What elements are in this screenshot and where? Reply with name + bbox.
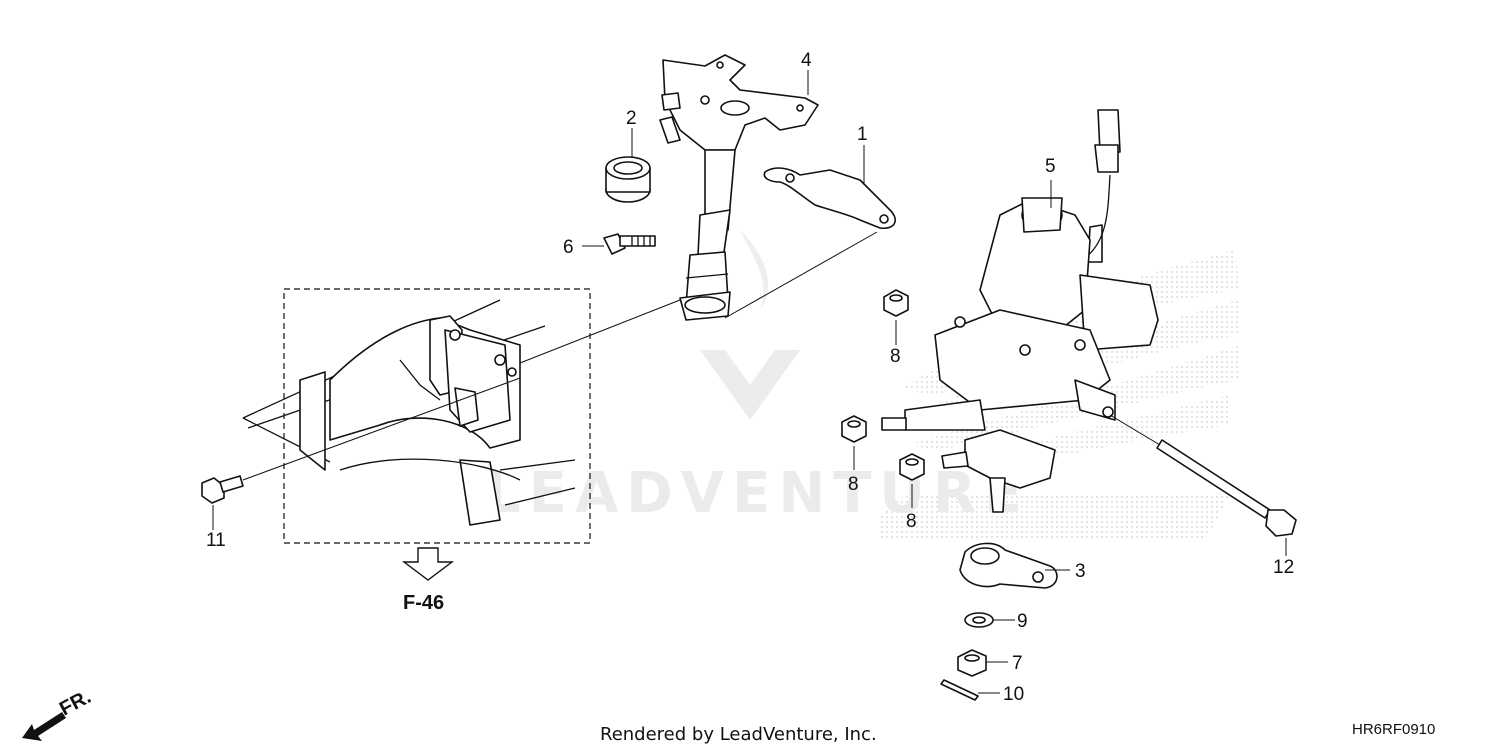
callout-8c[interactable]: 8 <box>906 511 917 532</box>
part-6-bolt <box>603 233 656 255</box>
part-2-dust-seal <box>605 156 651 203</box>
leader-lines <box>212 70 1287 694</box>
part-12-long-bolt <box>1109 414 1297 537</box>
diagram-code: HR6RF0910 <box>1352 721 1435 738</box>
part-7-castle-nut <box>957 649 987 677</box>
callout-5[interactable]: 5 <box>1045 156 1056 177</box>
part-8-nut-c <box>899 453 925 481</box>
part-8-nut-b <box>841 415 867 443</box>
part-4-upper-bracket <box>659 54 819 151</box>
frame-drawing <box>242 299 576 526</box>
reference-arrow-icon <box>401 547 455 581</box>
front-direction-indicator: FR. <box>22 686 95 741</box>
part-9-washer <box>964 612 994 628</box>
callout-12[interactable]: 12 <box>1273 557 1294 578</box>
callout-2[interactable]: 2 <box>626 108 637 129</box>
part-1-clamp <box>763 167 896 230</box>
footer-rendered-by: Rendered by LeadVenture, Inc. <box>600 724 877 745</box>
callout-9[interactable]: 9 <box>1017 611 1028 632</box>
callout-10[interactable]: 10 <box>1003 684 1024 705</box>
callout-11[interactable]: 11 <box>206 530 226 551</box>
part-5-eps-unit <box>881 109 1159 513</box>
callout-3[interactable]: 3 <box>1075 561 1086 582</box>
callout-8a[interactable]: 8 <box>890 346 901 367</box>
callout-8b[interactable]: 8 <box>848 474 859 495</box>
callout-6[interactable]: 6 <box>563 237 574 258</box>
part-11-bolt <box>201 377 521 504</box>
reference-label-f46[interactable]: F-46 <box>403 592 444 614</box>
part-10-cotter-pin <box>940 679 979 701</box>
part-steering-column <box>679 149 736 321</box>
watermark-text: LEADVENTURE <box>485 461 1030 526</box>
callout-1[interactable]: 1 <box>857 124 868 145</box>
callout-7[interactable]: 7 <box>1012 653 1023 674</box>
front-arrow-icon <box>22 712 66 741</box>
part-8-nut-a <box>883 289 909 317</box>
callout-4[interactable]: 4 <box>801 50 812 71</box>
part-3-pitman-arm <box>959 542 1058 589</box>
